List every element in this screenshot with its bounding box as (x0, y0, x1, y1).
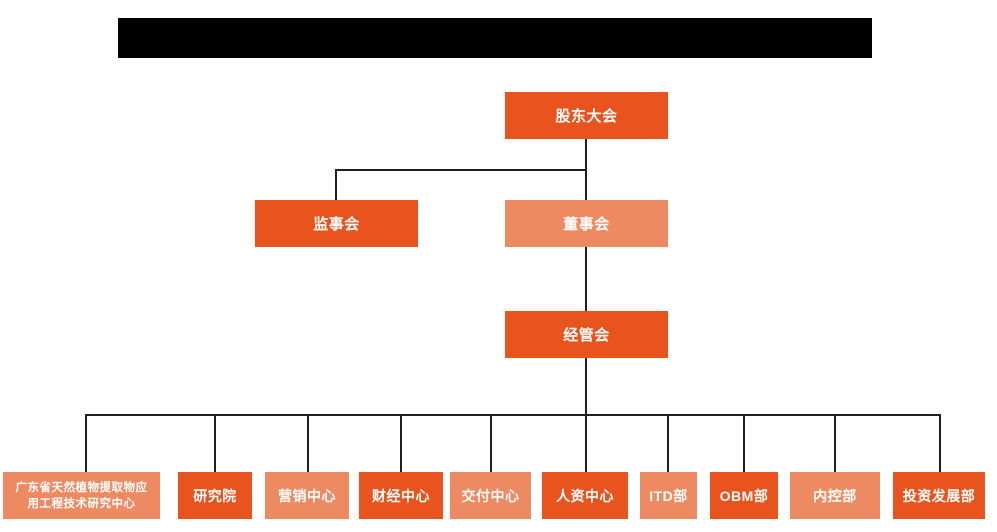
node-internal-control-dept[interactable]: 内控部 (790, 472, 880, 519)
connector-stub-hr-center (585, 414, 587, 472)
node-obm-dept[interactable]: OBM部 (710, 472, 778, 519)
connector-stub-finance-center (400, 414, 402, 472)
node-board-of-directors[interactable]: 董事会 (505, 200, 668, 247)
node-management-committee[interactable]: 经管会 (505, 311, 668, 358)
node-shareholders-meeting[interactable]: 股东大会 (505, 92, 668, 139)
connector-directors-management (585, 246, 587, 312)
connector-supervisors-drop (335, 169, 337, 201)
node-delivery-center[interactable]: 交付中心 (450, 472, 531, 519)
node-finance-center[interactable]: 财经中心 (359, 472, 443, 519)
connector-stub-institute (214, 414, 216, 472)
connector-stub-obm-dept (743, 414, 745, 472)
redacted-title-text (118, 18, 872, 19)
connector-stub-itd-dept (667, 414, 669, 472)
connector-management-down (585, 357, 587, 415)
connector-stub-research-center (85, 414, 87, 472)
connector-directors-drop (585, 169, 587, 201)
node-itd-dept[interactable]: ITD部 (640, 472, 697, 519)
connector-shareholders-down (585, 139, 587, 171)
connector-level2-bus (335, 169, 587, 171)
connector-departments-bus (85, 414, 941, 416)
connector-stub-internal-control-dept (834, 414, 836, 472)
node-research-center-line2: 用工程技术研究中心 (27, 497, 136, 510)
node-board-of-supervisors[interactable]: 监事会 (255, 200, 418, 247)
node-research-center[interactable]: 广东省天然植物提取物应 用工程技术研究中心 (3, 472, 160, 519)
connector-stub-marketing-center (307, 414, 309, 472)
node-hr-center[interactable]: 人资中心 (542, 472, 628, 519)
redacted-title-banner (118, 18, 872, 58)
connector-stub-investment-development-dept (939, 414, 941, 472)
node-institute[interactable]: 研究院 (178, 472, 252, 519)
connector-stub-delivery-center (490, 414, 492, 472)
node-marketing-center[interactable]: 营销中心 (265, 472, 349, 519)
node-research-center-line1: 广东省天然植物提取物应 (15, 481, 148, 494)
node-investment-development-dept[interactable]: 投资发展部 (893, 472, 985, 519)
